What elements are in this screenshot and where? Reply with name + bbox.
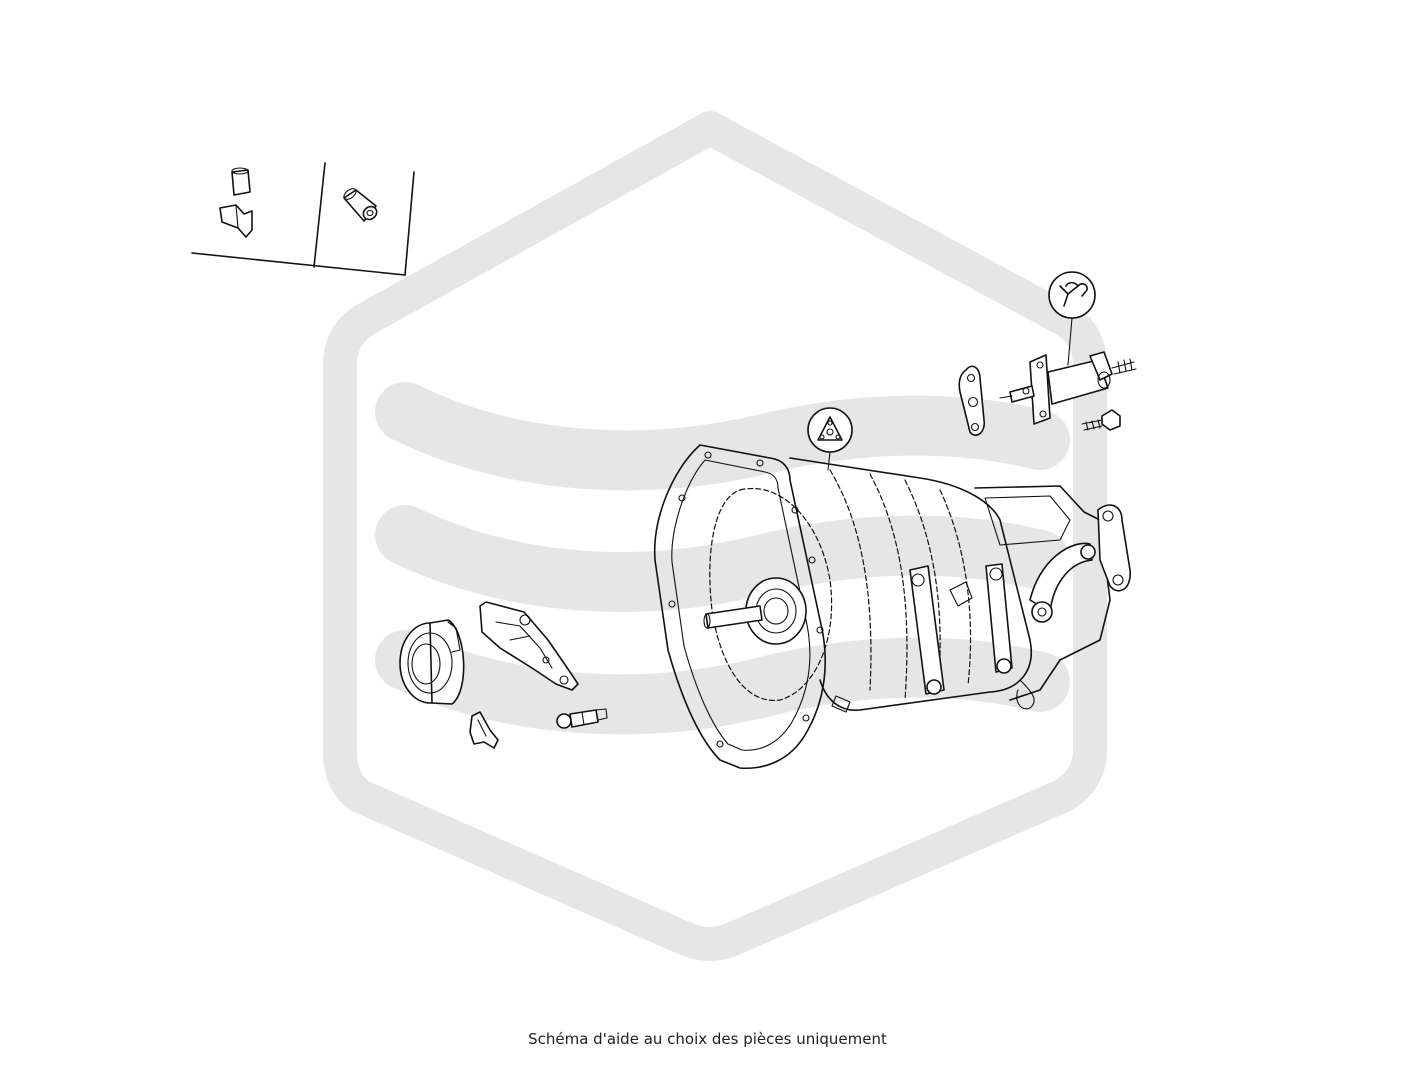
- wrench-marker: [1048, 271, 1096, 366]
- wrench-icon: [1059, 281, 1088, 307]
- inset-panel: [191, 162, 415, 276]
- triangle-marker-icon: [817, 416, 843, 441]
- release-fork-part: [479, 601, 579, 691]
- gasket-part: [958, 365, 986, 436]
- sleeve-part: [343, 188, 378, 222]
- bolt-part: [1081, 409, 1121, 431]
- triangle-marker: [807, 407, 853, 471]
- watermark-logo: [323, 111, 1107, 961]
- transmission-housing: [653, 444, 1131, 770]
- spring-clip-part: [469, 711, 499, 749]
- slave-cylinder-part: [999, 351, 1137, 425]
- pivot-pin-part: [556, 708, 608, 729]
- diagram-caption: Schéma d'aide au choix des pièces unique…: [528, 1030, 887, 1048]
- release-bearing-part: [399, 619, 465, 705]
- clip-bushing-part: [219, 167, 253, 238]
